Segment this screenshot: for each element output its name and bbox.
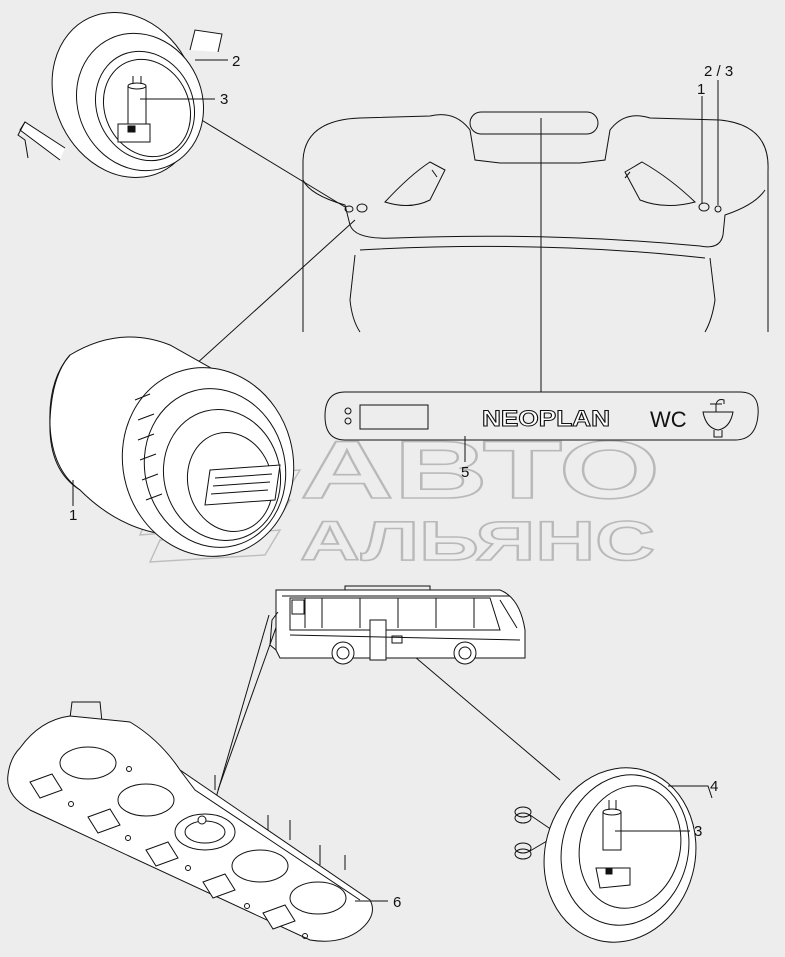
leader-lines <box>189 80 719 809</box>
callout-roof-position-1: 1 <box>697 81 705 98</box>
spring-clip-icon <box>514 806 553 860</box>
callout-top-lamp-bulb: 3 <box>220 91 228 108</box>
callout-bottom-lamp-bulb: 3 <box>694 823 702 840</box>
watermark-line2: АЛЬЯНС <box>300 509 655 572</box>
callout-bottom-lamp-cover: 4 <box>710 778 718 795</box>
callout-panel: 5 <box>461 464 469 481</box>
bottom-lamp <box>514 767 713 943</box>
watermark-line1: АВТО <box>300 425 660 516</box>
callout-main-lamp: 1 <box>69 507 77 524</box>
bus-roof-front-view <box>302 111 769 333</box>
panel-wc-text: WC <box>650 407 687 432</box>
main-lamp <box>49 336 295 557</box>
bus-side-view <box>269 585 526 665</box>
callout-top-lamp-cover: 2 <box>232 53 240 70</box>
neoplan-panel: NEOPLAN WC <box>324 391 759 441</box>
top-lamp <box>17 11 223 179</box>
lamp-strip <box>7 701 373 942</box>
callout-lamp-strip: 6 <box>393 894 401 911</box>
callout-roof-position-23: 2 / 3 <box>704 63 733 80</box>
sink-icon <box>702 399 734 438</box>
panel-brand-text: NEOPLAN <box>482 406 610 431</box>
